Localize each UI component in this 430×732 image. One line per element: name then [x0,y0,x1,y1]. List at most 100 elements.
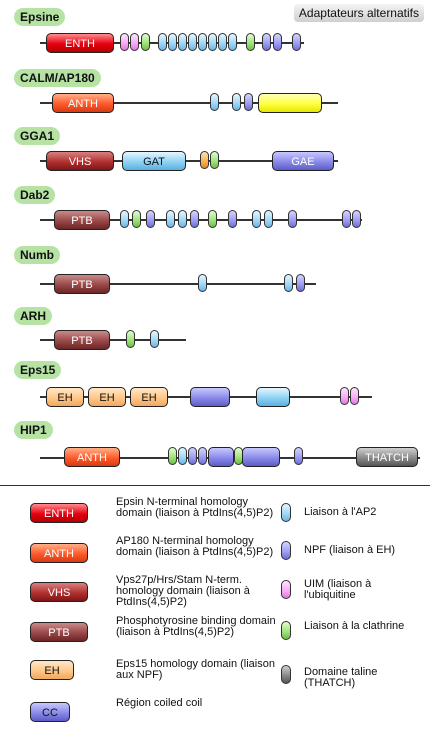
protein-title-epsine: Epsine [14,8,66,26]
motif-npf [352,210,361,228]
motif-npf [292,33,301,51]
motif-ap2 [198,274,207,292]
motif-ap2 [210,93,219,111]
alt-adaptors-label: Adaptateurs alternatifs [293,4,424,22]
motif-ap2 [120,210,129,228]
motif-ap2 [232,93,241,111]
legend-vhs-box: VHS [30,582,88,602]
legend-npf-desc: NPF (liaison à EH) [304,544,396,556]
legend-ap2-pill [281,503,291,522]
motif-clathrin [246,33,255,51]
protein-title-calm: CALM/AP180 [14,69,101,87]
domain-ptb: PTB [54,210,110,230]
domain-coiled-coil [208,447,234,467]
legend-enth-desc: Epsin N-terminal homology domain (liaiso… [116,496,274,519]
motif-ap2 [166,210,175,228]
motif-npf [342,210,351,228]
protein-title-dab2: Dab2 [14,186,56,204]
legend-thatch-desc: Domaine taline (THATCH) [304,666,378,689]
protein-line-gga1 [40,160,338,162]
motif-orange [200,151,209,169]
motif-npf [288,210,297,228]
motif-clathrin [208,210,217,228]
legend-npf-pill [281,541,291,560]
protein-title-gga1: GGA1 [14,127,61,145]
domain-enth: ENTH [46,33,114,53]
protein-line-numb [40,283,316,285]
legend-ap2-desc: Liaison à l'AP2 [304,506,377,518]
legend-anth-box: ANTH [30,543,88,563]
motif-clathrin [210,151,219,169]
motif-ap2 [284,274,293,292]
motif-uim [350,387,359,405]
motif-npf [198,447,207,465]
motif-ap2 [178,447,187,465]
motif-ap2 [150,330,159,348]
legend-cc-box: CC [30,702,70,722]
legend-thatch-pill [281,665,291,684]
legend-enth-box: ENTH [30,503,88,523]
motif-ap2 [228,33,237,51]
legend-anth-desc: AP180 N-terminal homology domain (liaiso… [116,535,274,558]
protein-line-calm [40,102,338,104]
motif-ap2 [264,210,273,228]
legend-eh-desc: Eps15 homology domain (liaison aux NPF) [116,658,275,681]
domain-ptb: PTB [54,330,110,350]
motif-ap2 [178,210,187,228]
motif-ap2 [208,33,217,51]
domain-ptb: PTB [54,274,110,294]
legend-separator [0,485,430,486]
legend-eh-box: EH [30,660,74,680]
motif-npf [273,33,282,51]
protein-title-eps15: Eps15 [14,361,62,379]
legend-uim-desc: UIM (liaison à l'ubiquitine [304,578,372,601]
motif-clathrin [132,210,141,228]
motif-ap2 [158,33,167,51]
legend-clathrin-desc: Liaison à la clathrine [304,620,405,632]
motif-clathrin [141,33,150,51]
motif-npf [228,210,237,228]
legend-ptb-box: PTB [30,622,88,642]
protein-title-arh: ARH [14,307,52,325]
domain-eh: EH [88,387,126,407]
motif-npf [244,93,253,111]
motif-uim [120,33,129,51]
motif-clathrin [126,330,135,348]
domain-vhs: VHS [46,151,114,171]
motif-ap2 [198,33,207,51]
motif-npf [188,447,197,465]
domain-coiled-coil [242,447,280,467]
legend-ptb-desc: Phosphotyrosine binding domain (liaison … [116,615,276,638]
motif-ap2 [218,33,227,51]
motif-ap2 [178,33,187,51]
domain-yellow [258,93,322,113]
legend-vhs-desc: Vps27p/Hrs/Stam N-term. homology domain … [116,574,250,608]
domain-eh: EH [46,387,84,407]
motif-ap2 [188,33,197,51]
motif-clathrin [168,447,177,465]
motif-npf [262,33,271,51]
motif-npf [146,210,155,228]
protein-line-arh [40,339,186,341]
protein-title-hip1: HIP1 [14,421,53,439]
motif-npf [294,447,303,465]
motif-npf [296,274,305,292]
domain-ap2-block [256,387,290,407]
legend-uim-pill [281,580,291,599]
motif-uim [130,33,139,51]
domain-coiled-coil [190,387,230,407]
domain-gat: GAT [122,151,186,171]
motif-npf [190,210,199,228]
domain-gae: GAE [272,151,334,171]
protein-title-numb: Numb [14,246,60,264]
motif-ap2 [168,33,177,51]
motif-uim [340,387,349,405]
domain-eh: EH [130,387,168,407]
legend-cc-desc: Région coiled coil [116,697,203,709]
domain-anth: ANTH [52,93,114,113]
domain-anth: ANTH [64,447,120,467]
protein-line-dab2 [40,219,362,221]
domain-thatch: THATCH [356,447,418,467]
legend-clathrin-pill [281,621,291,640]
motif-ap2 [252,210,261,228]
